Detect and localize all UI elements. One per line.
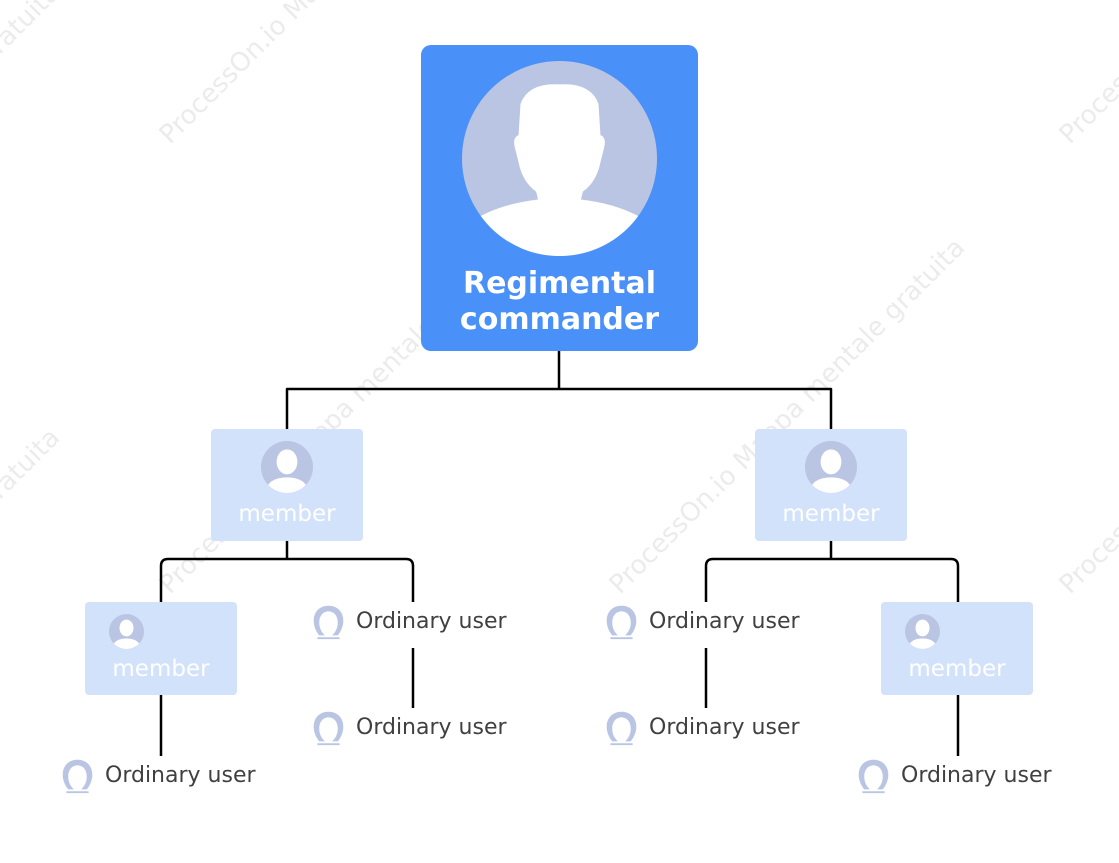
ordinary-user-label: Ordinary user: [105, 762, 256, 788]
ordinary-user-label: Ordinary user: [356, 608, 507, 634]
connector-left-member: [159, 541, 415, 602]
ordinary-user-node[interactable]: Ordinary user: [603, 709, 800, 745]
regimental-commander-node[interactable]: Regimental commander: [421, 45, 698, 351]
person-avatar-icon: [462, 61, 657, 256]
member-label: member: [782, 501, 880, 527]
person-avatar-icon: [261, 441, 313, 493]
ordinary-user-node[interactable]: Ordinary user: [59, 757, 256, 793]
ordinary-user-label: Ordinary user: [901, 762, 1052, 788]
member-label: member: [908, 656, 1006, 682]
connector-right-member: [704, 541, 960, 602]
user-icon: [606, 605, 637, 639]
user-icon: [62, 759, 93, 793]
regimental-commander-title: Regimental commander: [459, 266, 660, 337]
person-avatar-icon: [109, 614, 144, 649]
person-avatar-icon: [805, 441, 857, 493]
ordinary-user-label: Ordinary user: [649, 608, 800, 634]
user-icon: [858, 759, 889, 793]
member-label: member: [112, 656, 210, 682]
member-label: member: [238, 501, 336, 527]
user-icon: [606, 711, 637, 745]
member-node[interactable]: member: [211, 429, 363, 541]
user-icon: [313, 711, 344, 745]
ordinary-user-node[interactable]: Ordinary user: [310, 709, 507, 745]
ordinary-user-label: Ordinary user: [649, 714, 800, 740]
user-icon: [313, 605, 344, 639]
ordinary-user-node[interactable]: Ordinary user: [855, 757, 1052, 793]
ordinary-user-node[interactable]: Ordinary user: [603, 603, 800, 639]
person-avatar-icon: [905, 614, 940, 649]
connector-root-members: [285, 351, 833, 429]
member-node[interactable]: member: [755, 429, 907, 541]
ordinary-user-node[interactable]: Ordinary user: [310, 603, 507, 639]
member-node[interactable]: member: [85, 602, 237, 695]
member-node[interactable]: member: [881, 602, 1033, 695]
ordinary-user-label: Ordinary user: [356, 714, 507, 740]
